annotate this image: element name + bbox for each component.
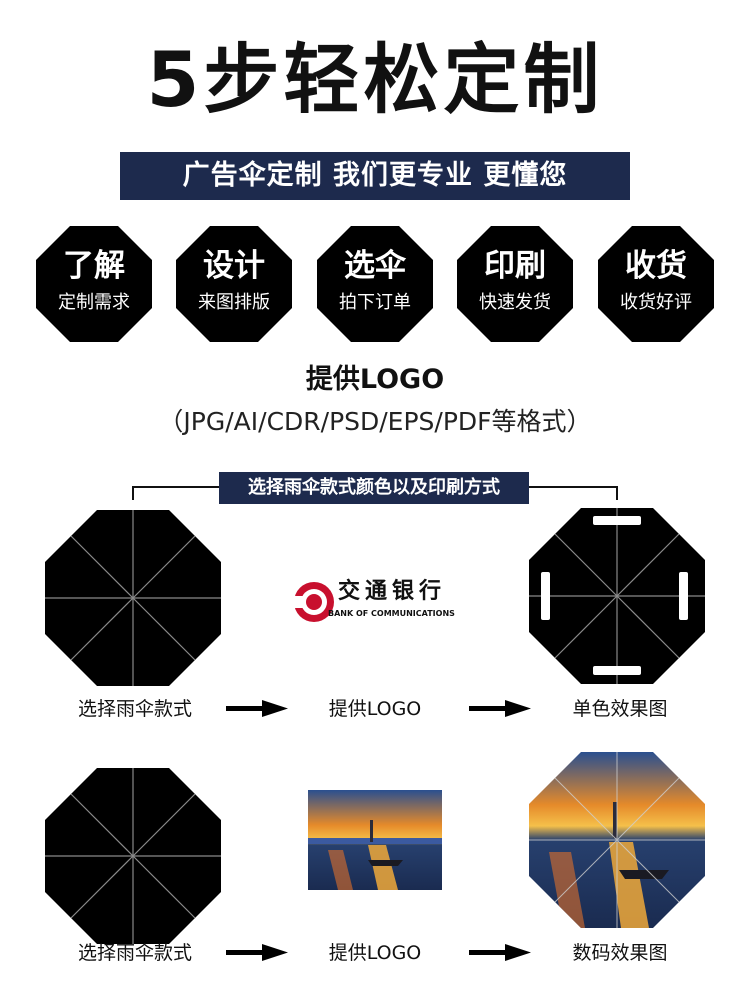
octagon-icon — [36, 226, 152, 342]
bank-name-cn: 交通银行 — [338, 579, 447, 604]
arrow-right-icon — [469, 944, 531, 961]
section-title: 选择雨伞款式颜色以及印刷方式 — [219, 472, 529, 504]
black-umbrella-icon — [45, 768, 221, 944]
step-subtitle: 定制需求 — [58, 292, 130, 313]
bank-logo: 交通银行 BANK OF COMMUNICATIONS — [292, 578, 462, 628]
step-subtitle: 收货好评 — [620, 292, 692, 313]
flow-label-provide-logo: 提供LOGO — [328, 942, 422, 964]
main-title: 5步轻松定制 — [146, 35, 604, 124]
step-title: 了解 — [63, 248, 125, 284]
file-formats-text: （JPG/AI/CDR/PSD/EPS/PDF等格式） — [158, 407, 592, 436]
bank-name-en: BANK OF COMMUNICATIONS — [328, 609, 455, 618]
step-subtitle: 来图排版 — [198, 292, 270, 313]
step-badge-choose: 选伞 拍下订单 — [317, 226, 433, 342]
digital-print-umbrella-icon — [529, 752, 705, 928]
step-badge-understand: 了解 定制需求 — [36, 226, 152, 342]
step-title: 印刷 — [484, 248, 546, 284]
octagon-icon — [598, 226, 714, 342]
oil-painting-image — [308, 790, 442, 890]
logo-heading: 提供LOGO — [305, 364, 445, 395]
flow-label-digital-result: 数码效果图 — [572, 942, 668, 964]
step-title: 收货 — [625, 248, 687, 284]
arrow-right-icon — [226, 944, 288, 961]
flow-label-provide-logo: 提供LOGO — [328, 698, 422, 720]
flow-label-choose-style: 选择雨伞款式 — [77, 698, 192, 720]
arrow-right-icon — [226, 700, 288, 717]
flow-label-choose-style: 选择雨伞款式 — [77, 942, 192, 964]
bank-emblem-icon — [292, 582, 334, 622]
black-umbrella-icon — [45, 510, 221, 686]
arrow-right-icon — [469, 700, 531, 717]
slogan-banner: 广告伞定制 我们更专业 更懂您 — [120, 152, 630, 200]
octagon-icon — [176, 226, 292, 342]
octagon-icon — [457, 226, 573, 342]
step-title: 设计 — [203, 248, 265, 284]
single-color-umbrella-icon — [529, 508, 705, 684]
step-subtitle: 快速发货 — [479, 292, 551, 313]
step-subtitle: 拍下订单 — [339, 292, 411, 313]
octagon-icon — [317, 226, 433, 342]
step-badge-receive: 收货 收货好评 — [598, 226, 714, 342]
step-title: 选伞 — [344, 248, 406, 284]
flow-label-single-color-result: 单色效果图 — [572, 698, 668, 720]
step-badge-design: 设计 来图排版 — [176, 226, 292, 342]
step-badge-print: 印刷 快速发货 — [457, 226, 573, 342]
